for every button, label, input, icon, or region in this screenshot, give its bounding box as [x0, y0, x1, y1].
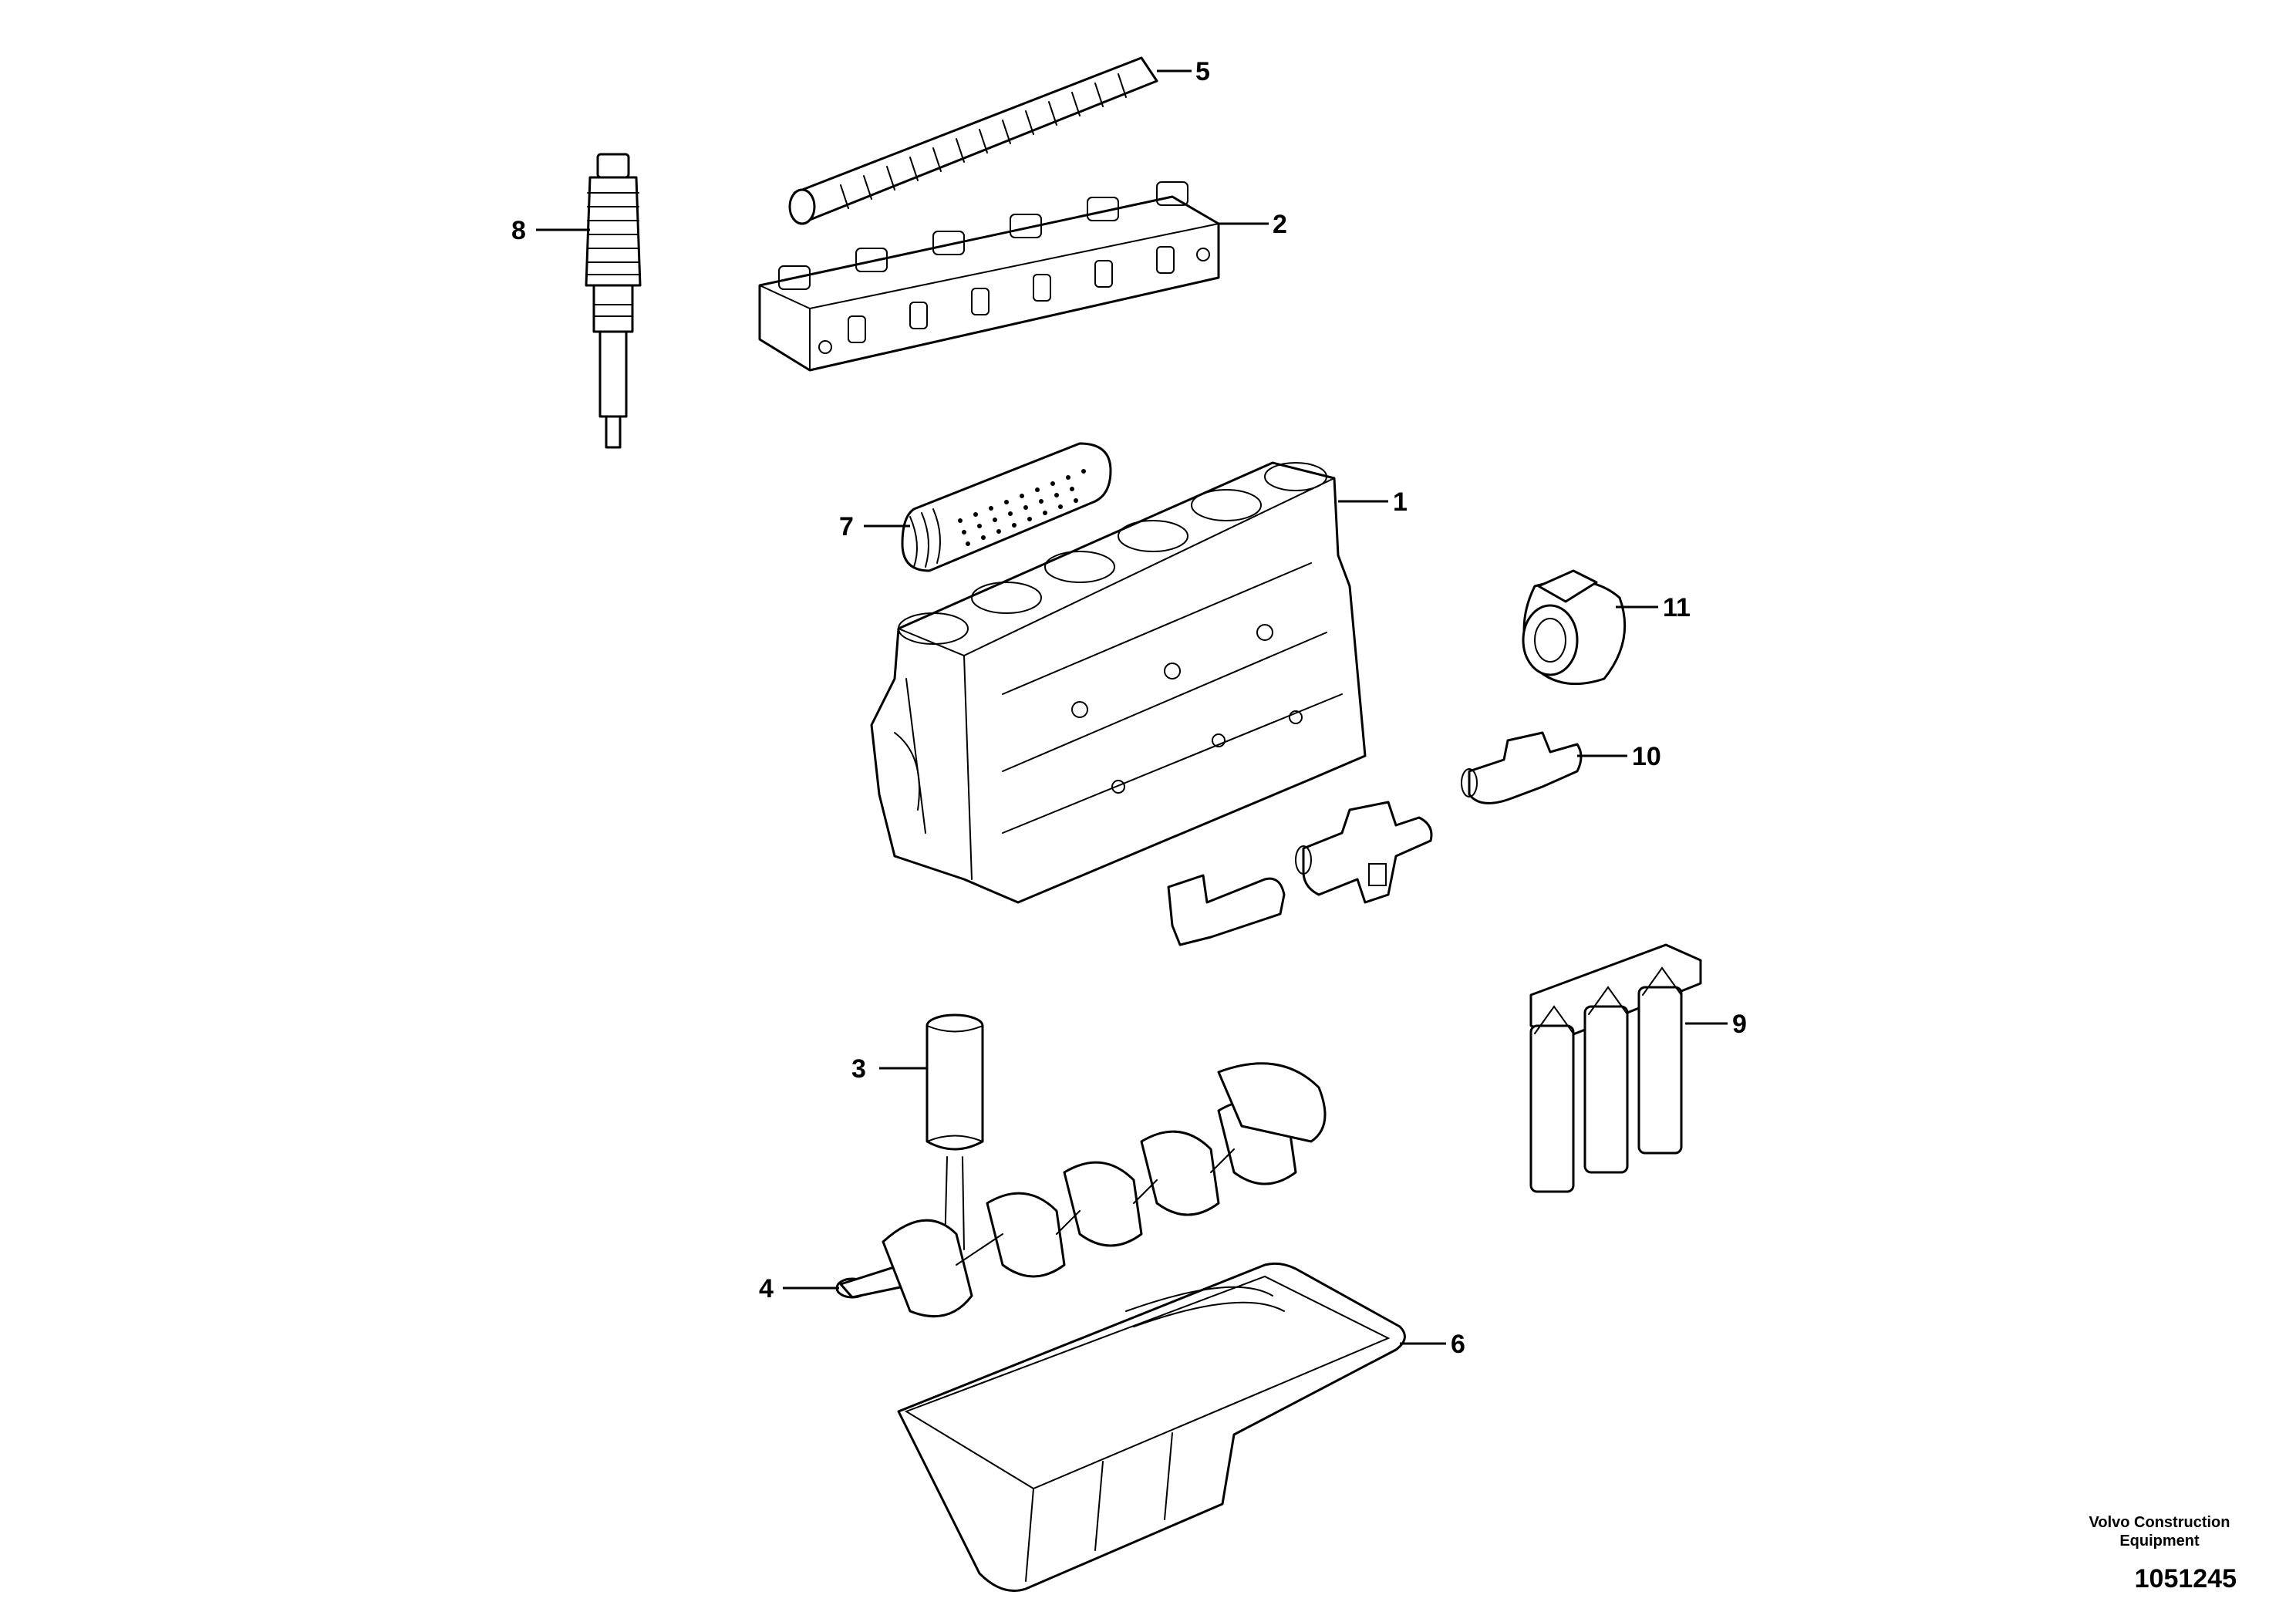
- callout-1: 1: [1393, 487, 1408, 517]
- crankshaft-part[interactable]: [835, 1062, 1327, 1318]
- cylinder-liner-part[interactable]: [925, 1013, 984, 1250]
- brand-name: Volvo Construction: [2089, 1514, 2230, 1531]
- callout-11: 11: [1663, 593, 1691, 622]
- oil-cooler-part[interactable]: [901, 442, 1112, 572]
- callout-6: 6: [1451, 1330, 1465, 1359]
- cylinder-head-part[interactable]: [758, 181, 1220, 372]
- camshaft-part[interactable]: [788, 56, 1158, 225]
- callout-7: 7: [839, 512, 854, 541]
- callout-3: 3: [851, 1054, 866, 1084]
- document-number: 1051245: [2135, 1564, 2237, 1593]
- callout-5: 5: [1195, 57, 1210, 86]
- brand-name-line2: Equipment: [2119, 1533, 2200, 1549]
- exhaust-manifold-part[interactable]: [1167, 731, 1583, 946]
- callout-4: 4: [759, 1274, 774, 1303]
- callout-10: 10: [1632, 742, 1661, 771]
- callout-8: 8: [511, 216, 526, 245]
- callout-2: 2: [1273, 210, 1287, 239]
- oil-filter-housing-part[interactable]: [1529, 943, 1702, 1193]
- callout-9: 9: [1732, 1010, 1747, 1039]
- oil-sump-part[interactable]: [897, 1262, 1406, 1592]
- publisher-block: Volvo Construction Equipment 1051245: [2089, 1514, 2237, 1593]
- engine-block-part[interactable]: [870, 461, 1367, 904]
- turbocharger-part[interactable]: [1522, 569, 1627, 686]
- injector-part[interactable]: [585, 153, 642, 449]
